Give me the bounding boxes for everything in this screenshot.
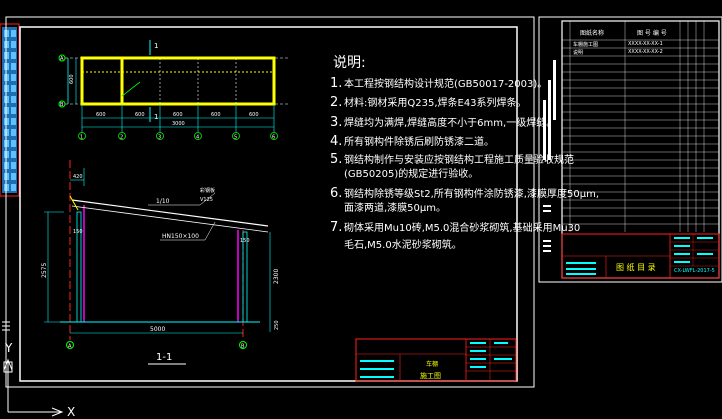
note-number: 5. [330, 152, 343, 167]
ucs-icon [3, 358, 64, 417]
section-col-dim-left: 150 [73, 229, 83, 235]
ucs-x-label: X [67, 405, 75, 419]
section-top-dim: 420 [73, 174, 83, 180]
section-mark-top: 1 [154, 42, 158, 50]
section-axis-mark: A [68, 344, 72, 350]
section-view[interactable]: 1-1 5000 2575 2300 250 420 1/10 彩钢板 V125… [41, 160, 280, 365]
note-line: 5.钢结构制作与安装应按钢结构工程施工质量验收规范 [330, 148, 574, 167]
plan-axis-mark: 3 [158, 135, 161, 141]
section-axis-mark: B [241, 344, 245, 350]
plan-axis-mark: 5 [234, 135, 237, 141]
ucs-y-label: Y [4, 341, 13, 355]
section-slope: 1/10 [156, 198, 170, 205]
plan-row-mark: A [60, 56, 64, 62]
note-text: 面漆两道,漆膜50μm。 [344, 203, 447, 214]
note-line: 3.焊缝均为满焊,焊缝高度不小于6mm,一级焊缝。 [330, 111, 556, 130]
note-number: 7. [330, 220, 343, 235]
section-roof-sub: V125 [200, 197, 213, 203]
section-roof-label: 彩钢板 [200, 187, 215, 194]
section-col-dim-right: 150 [240, 238, 250, 244]
section-title: 1-1 [156, 352, 172, 363]
note-line: 4.所有钢构件除锈后刷防锈漆二道。 [330, 130, 494, 149]
note-text: 材料:钢材采用Q235,焊条E43系列焊条。 [344, 98, 527, 109]
note-number: 2. [330, 95, 343, 110]
plan-row-mark: B [60, 102, 64, 108]
note-line: 7.砌体采用Mu10砖,M5.0混合砂浆砌筑,基础采用Mu30 [330, 216, 580, 235]
index-row-2-name: 说明 [573, 50, 584, 56]
plan-dim-seg-3: 600 [173, 112, 183, 118]
plan-view[interactable]: 1 1 3000 600 600 600 600 600 600 [58, 40, 290, 140]
note-text: 钢结构制作与安装应按钢结构工程施工质量验收规范 [344, 155, 574, 166]
note-text: 砌体采用Mu10砖,M5.0混合砂浆砌筑,基础采用Mu30 [344, 223, 581, 234]
note-line: 毛石,M5.0水泥砂浆砌筑。 [344, 233, 462, 252]
plan-left-dim: 600 [69, 74, 75, 84]
index-header-mid: 图 号 编 号 [637, 30, 667, 37]
section-right-height: 2300 [273, 269, 280, 284]
note-text: 本工程按钢结构设计规范(GB50017-2003)。 [344, 79, 548, 90]
titleblock-name: 车棚 [426, 360, 438, 368]
plan-axis-mark: 6 [272, 135, 275, 141]
index-row-1-name: 车棚施工图 [573, 42, 599, 48]
plan-axis-mark: 4 [196, 135, 199, 141]
note-number: 1. [330, 76, 343, 91]
note-number: 3. [330, 115, 343, 130]
section-mark-bottom: 1 [154, 113, 158, 121]
note-text: 毛石,M5.0水泥砂浆砌筑。 [344, 240, 462, 251]
note-line: 面漆两道,漆膜50μm。 [344, 196, 446, 215]
index-row-2-code: XXXX-XX-XX-2 [628, 49, 663, 55]
section-left-height: 2575 [41, 263, 48, 278]
note-line: 2.材料:钢材采用Q235,焊条E43系列焊条。 [330, 91, 527, 110]
left-toolbar[interactable] [0, 23, 20, 197]
note-line: 1.本工程按钢结构设计规范(GB50017-2003)。 [330, 72, 547, 91]
notes-title: 说明: [333, 55, 366, 71]
note-line: (GB50205)的规定进行验收。 [344, 162, 478, 181]
note-text: (GB50205)的规定进行验收。 [344, 169, 479, 180]
note-number: 4. [330, 134, 343, 149]
note-text: 所有钢构件除锈后刷防锈漆二道。 [344, 137, 494, 148]
section-span-dim: 5000 [150, 326, 165, 333]
section-beam-label: HN150×100 [162, 233, 199, 240]
note-number: 6. [330, 186, 343, 201]
titleblock-sheet: 施工图 [420, 371, 441, 380]
index-title: 图 纸 目 录 [616, 263, 656, 272]
index-row-1-code: XXXX-XX-XX-1 [628, 41, 663, 47]
note-line: 6.钢结构除锈等级St2,所有钢构件涂防锈漆,漆膜厚度50μm, [330, 182, 599, 201]
plan-axis-mark: 1 [80, 135, 83, 141]
index-header-left: 图纸名称 [580, 30, 605, 37]
plan-dim-total: 3000 [172, 121, 185, 127]
plan-dim-seg-4: 600 [211, 112, 221, 118]
plan-dim-seg-1: 600 [96, 112, 106, 118]
main-sheet[interactable] [5, 16, 535, 388]
main-titleblock[interactable]: 车棚 施工图 [355, 338, 517, 382]
note-text: 焊缝均为满焊,焊缝高度不小于6mm,一级焊缝。 [344, 118, 557, 129]
section-right-base: 250 [274, 320, 280, 330]
note-text: 钢结构除锈等级St2,所有钢构件涂防锈漆,漆膜厚度50μm, [344, 189, 599, 200]
plan-dim-seg-5: 600 [249, 112, 259, 118]
plan-dim-seg-2: 600 [135, 112, 145, 118]
index-sheet[interactable] [538, 16, 722, 283]
plan-axis-mark: 2 [120, 135, 123, 141]
index-code: CX-LWFL-2017-5 [674, 268, 715, 274]
